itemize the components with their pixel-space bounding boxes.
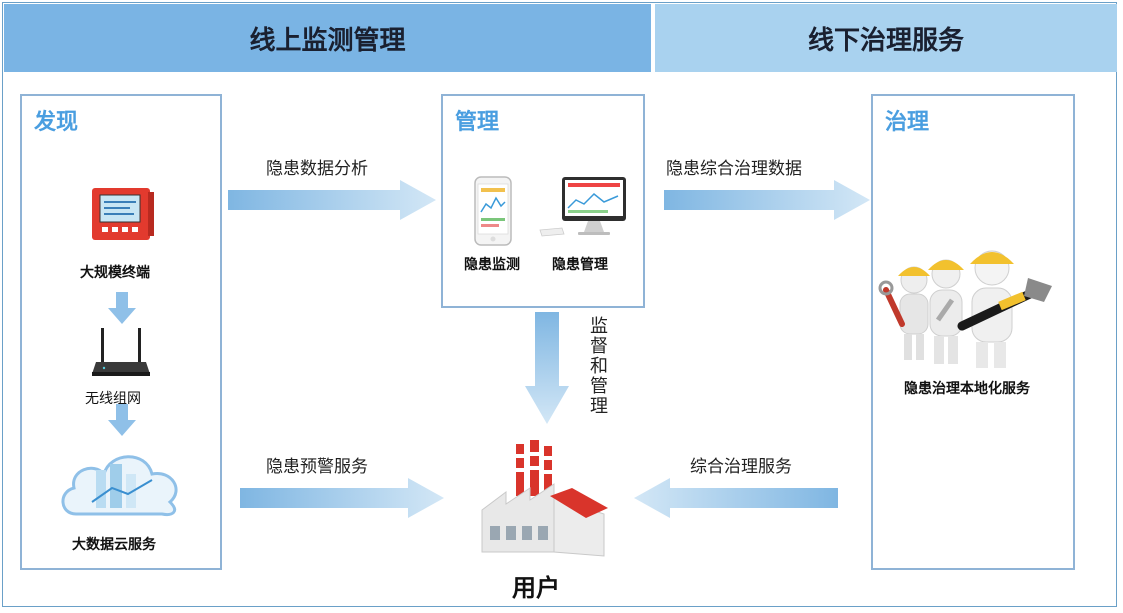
diagram-frame: [2, 2, 1117, 607]
label-wireless: 无线组网: [85, 388, 151, 408]
user-label: 用户: [512, 574, 560, 602]
flow-analysis-label: 隐患数据分析: [266, 159, 368, 179]
header-offline: 线下治理服务: [655, 4, 1117, 72]
panel-govern-title: 治理: [885, 110, 930, 135]
label-govern-caption: 隐患治理本地化服务: [904, 381, 1030, 397]
arrow-warning: [240, 478, 444, 518]
monitor-icon: [539, 177, 626, 237]
flow-gov-service-label: 综合治理服务: [690, 457, 792, 477]
label-cloud: 大数据云服务: [72, 537, 156, 553]
header-offline-title: 线下治理服务: [807, 25, 964, 56]
factory-icon: [481, 440, 608, 557]
label-monitor: 隐患监测: [464, 257, 520, 273]
router-icon: [92, 328, 150, 376]
label-manage: 隐患管理: [552, 257, 608, 273]
arrow-analysis: [228, 180, 436, 220]
label-terminal: 大规模终端: [80, 265, 150, 281]
panel-discover-title: 发现: [34, 110, 79, 135]
header-online: 线上监测管理: [4, 4, 651, 72]
arrow-supervise: [525, 312, 569, 424]
cloud-icon: [61, 455, 178, 516]
phone-icon: [474, 176, 512, 246]
header-online-title: 线上监测管理: [249, 25, 406, 56]
flow-warning-label: 隐患预警服务: [266, 457, 368, 477]
flow-gov-data-label: 隐患综合治理数据: [666, 159, 802, 179]
workers-icon: [878, 250, 1052, 368]
arrow-gov-data: [664, 180, 870, 220]
down-arrow-2: [108, 404, 136, 436]
down-arrow-1: [108, 292, 136, 324]
flow-supervise-label: 监督和管理: [587, 316, 608, 416]
terminal-device-icon: [92, 188, 154, 240]
arrow-gov-service: [634, 478, 838, 518]
panel-manage-title: 管理: [455, 110, 500, 135]
